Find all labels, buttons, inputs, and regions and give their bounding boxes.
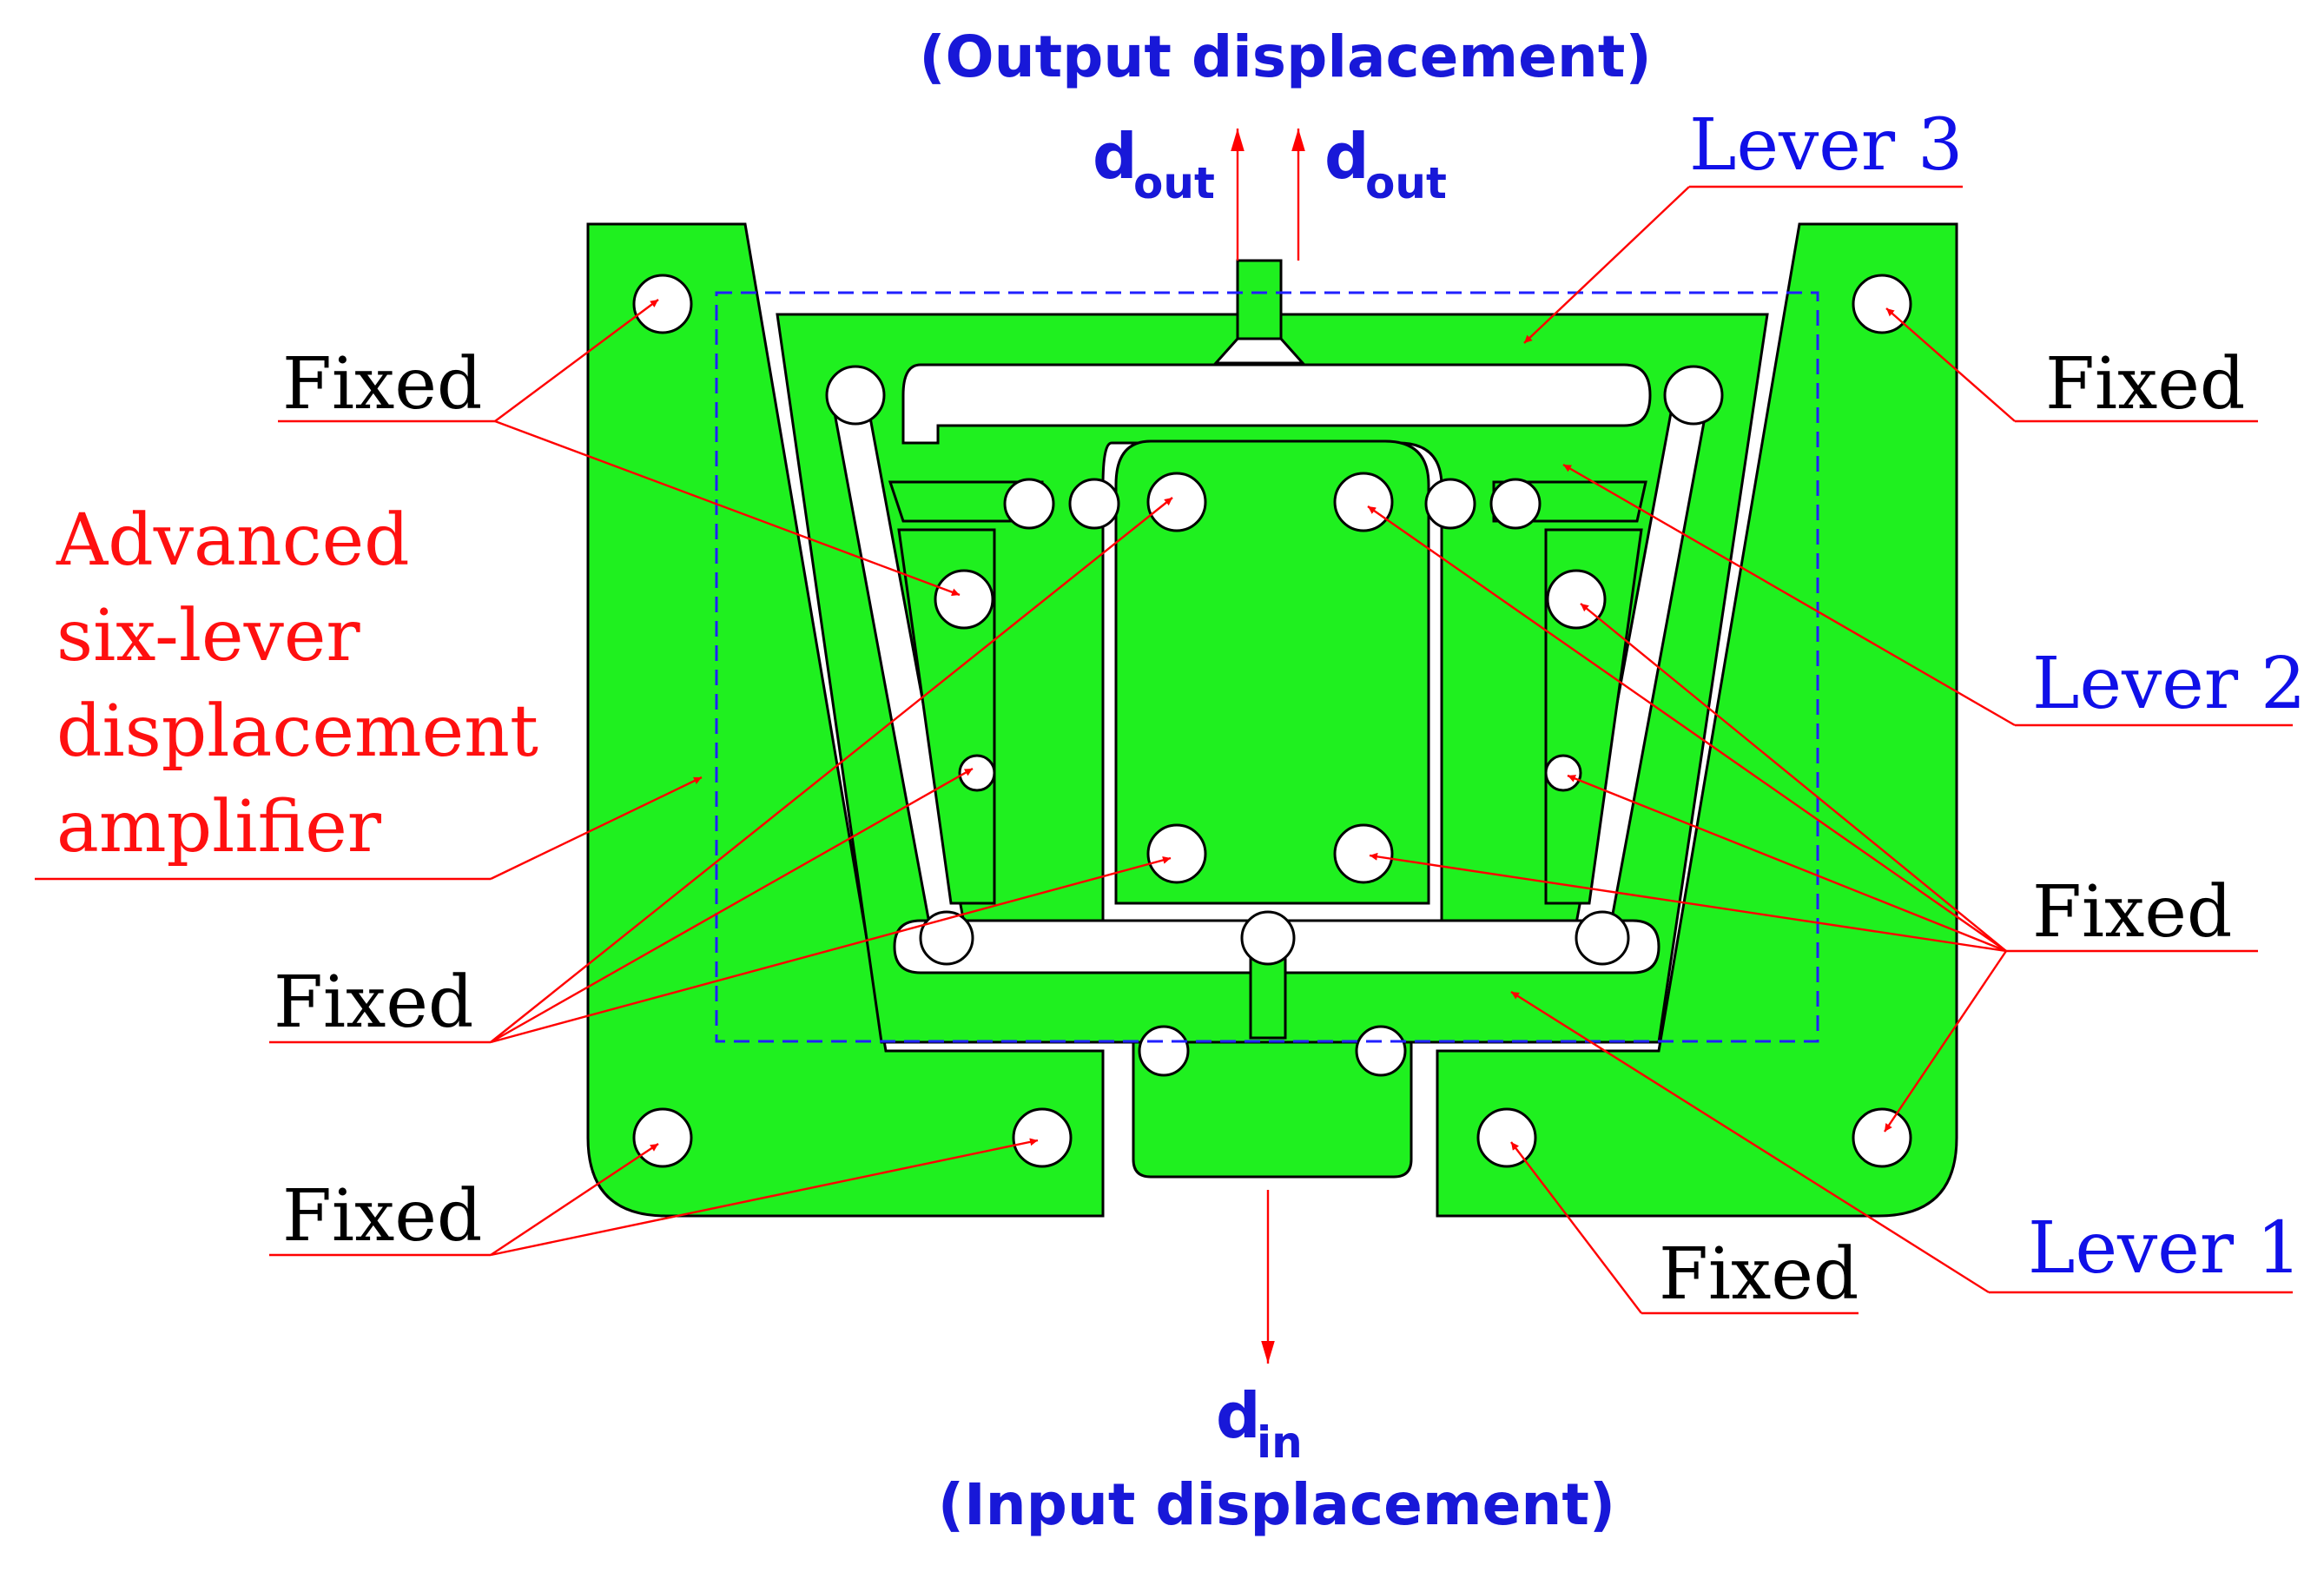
dout-right-subscript: out: [1365, 158, 1447, 208]
fixed-label-top-left: Fixed: [282, 343, 482, 426]
displacement-arrows: [1231, 129, 1305, 1364]
din-symbol: d: [1216, 1379, 1261, 1452]
input-connector: [1249, 954, 1287, 1040]
fixed-hole: [1012, 1107, 1073, 1168]
dout-left-subscript: out: [1133, 158, 1215, 208]
center-block: [1114, 439, 1430, 905]
fixed-label-right-middle: Fixed: [2032, 871, 2232, 954]
din-subscript: in: [1257, 1417, 1303, 1468]
fixed-label-bottom-right: Fixed: [1659, 1233, 1859, 1316]
hinge: [1240, 910, 1296, 966]
fixed-hole: [1333, 823, 1394, 884]
hinge: [1003, 478, 1055, 530]
hinge: [1355, 1025, 1407, 1077]
hinge: [919, 910, 974, 966]
input-displacement-label: (Input displacement): [938, 1471, 1615, 1538]
fixed-hole: [1544, 754, 1582, 792]
output-stem: [1236, 259, 1283, 340]
lever3-label: Lever 3: [1689, 104, 1963, 187]
fixed-hole: [1546, 569, 1607, 630]
hinge: [825, 365, 886, 426]
fixed-label-bottom-left: Fixed: [282, 1175, 482, 1258]
hinge: [1424, 478, 1476, 530]
amplifier-frame: [715, 291, 1819, 1043]
mechanism-body: [586, 222, 1958, 1218]
hinge: [1068, 478, 1120, 530]
hinge: [1138, 1025, 1190, 1077]
hinge: [1575, 910, 1630, 966]
title-line-1: Advanced: [56, 499, 410, 582]
fixed-hole: [1852, 1107, 1912, 1168]
fixed-hole: [958, 754, 996, 792]
leader-lines: [35, 185, 2293, 1315]
output-displacement-label: (Output displacement): [919, 23, 1651, 90]
fixed-hole: [1146, 472, 1207, 532]
lever1-label: Lever 1: [2028, 1207, 2301, 1290]
input-stage: [1132, 1027, 1413, 1179]
fixed-hole: [1476, 1107, 1537, 1168]
hinge: [1663, 365, 1724, 426]
fixed-hole: [1333, 472, 1394, 532]
fixed-label-left-middle: Fixed: [274, 961, 473, 1044]
fixed-label-top-right: Fixed: [2045, 343, 2245, 426]
fixed-hole: [1852, 274, 1912, 334]
fixed-hole: [934, 569, 994, 630]
dout-left-symbol: d: [1093, 120, 1138, 193]
fixed-hole: [632, 1107, 693, 1168]
fixed-hole: [632, 274, 693, 334]
labels: (Output displacement) d out d out Lever …: [56, 23, 2306, 1538]
lever2-label: Lever 2: [2032, 643, 2306, 725]
title-line-2: six-lever: [56, 595, 360, 677]
dout-right-symbol: d: [1324, 120, 1370, 193]
hinge: [1489, 478, 1542, 530]
fixed-hole: [1146, 823, 1207, 884]
base-frame-right: [1436, 222, 1958, 1218]
slot-top: [901, 363, 1652, 445]
title-line-3: displacement: [56, 690, 538, 773]
title-line-4: amplifier: [56, 786, 382, 869]
